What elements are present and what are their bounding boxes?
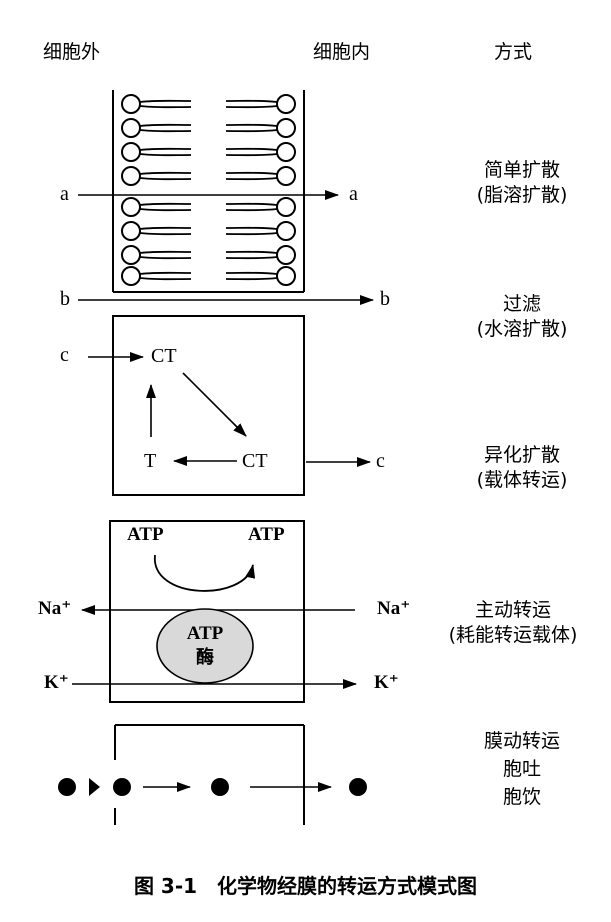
active-transport-box	[109, 520, 305, 703]
mode-facilitated: 异化扩散 (载体转运)	[454, 443, 590, 493]
mode-active: 主动转运 (耗能转运载体)	[418, 598, 608, 648]
label-c-out: c	[376, 450, 385, 472]
vesicle-dot-2	[113, 778, 131, 796]
header-inside: 细胞内	[313, 41, 371, 63]
outer-phospholipid-1	[121, 94, 192, 114]
inner-phospholipid-7	[225, 245, 296, 265]
inner-phospholipid-8	[225, 266, 296, 286]
mode-filtration-line1: 过滤	[502, 293, 541, 315]
header-mode: 方式	[494, 41, 533, 63]
label-a-in: a	[60, 183, 69, 205]
figure-caption: 图 3-1 化学物经膜的转运方式模式图	[133, 874, 478, 898]
inner-phospholipid-4	[225, 166, 296, 186]
vesicle-dot-1	[58, 778, 76, 796]
lipid-leaflet-inner	[225, 94, 296, 286]
mode-filtration: 过滤 (水溶扩散)	[454, 292, 590, 342]
inner-phospholipid-2	[225, 118, 296, 138]
carrier-membrane-box	[112, 315, 305, 496]
mode-simple-line2: (脂溶扩散)	[476, 184, 568, 206]
mode-membrane-line2: 胞吐	[502, 758, 541, 780]
na-label-left: Na⁺	[38, 598, 72, 619]
vesicle-dot-3	[211, 778, 229, 796]
mode-membrane: 膜动转运 胞吐 胞饮	[454, 727, 590, 811]
atpase-label-line1: ATP	[186, 623, 224, 644]
outer-phospholipid-7	[121, 245, 192, 265]
na-label-right: Na⁺	[377, 598, 411, 619]
mode-active-line1: 主动转运	[474, 599, 551, 621]
atpase-label-line2: 酶	[196, 647, 214, 668]
outer-phospholipid-5	[121, 197, 192, 217]
inner-phospholipid-5	[225, 197, 296, 217]
k-label-right: K⁺	[374, 672, 399, 693]
mode-active-line2: (耗能转运载体)	[448, 624, 578, 646]
mode-membrane-line3: 胞饮	[502, 786, 541, 808]
inner-phospholipid-1	[225, 94, 296, 114]
lipid-bilayer	[112, 90, 305, 293]
mode-filtration-line2: (水溶扩散)	[476, 318, 568, 340]
atpase-label: ATP 酶	[157, 622, 253, 670]
lipid-leaflet-outer	[121, 94, 192, 286]
inner-phospholipid-6	[225, 221, 296, 241]
label-b-in: b	[60, 288, 70, 310]
arrow-atp-hydrolysis	[154, 554, 256, 592]
carrier-complex-top: CT	[151, 345, 177, 367]
atp-label-right: ATP	[248, 524, 285, 545]
mode-facilitated-line2: (载体转运)	[476, 469, 568, 491]
mode-facilitated-line1: 异化扩散	[483, 444, 560, 466]
label-c-in: c	[60, 344, 69, 366]
mode-membrane-line1: 膜动转运	[483, 730, 560, 752]
outer-phospholipid-2	[121, 118, 192, 138]
outer-phospholipid-3	[121, 142, 192, 162]
vesicle-dot-4	[349, 778, 367, 796]
arrow-carrier-translocation	[182, 372, 247, 437]
free-carrier: T	[144, 450, 157, 472]
label-b-out: b	[380, 288, 390, 310]
vesicle-pointer	[89, 778, 100, 796]
header-outside: 细胞外	[43, 41, 101, 63]
atp-label-left: ATP	[127, 524, 164, 545]
outer-phospholipid-4	[121, 166, 192, 186]
label-a-out: a	[349, 183, 358, 205]
k-label-left: K⁺	[44, 672, 69, 693]
inner-phospholipid-3	[225, 142, 296, 162]
mode-simple-line1: 简单扩散	[483, 159, 560, 181]
carrier-complex-bottom: CT	[242, 450, 268, 472]
atpase-enzyme	[156, 608, 254, 684]
outer-phospholipid-8	[121, 266, 192, 286]
outer-phospholipid-6	[121, 221, 192, 241]
mode-simple-diffusion: 简单扩散 (脂溶扩散)	[454, 158, 590, 208]
